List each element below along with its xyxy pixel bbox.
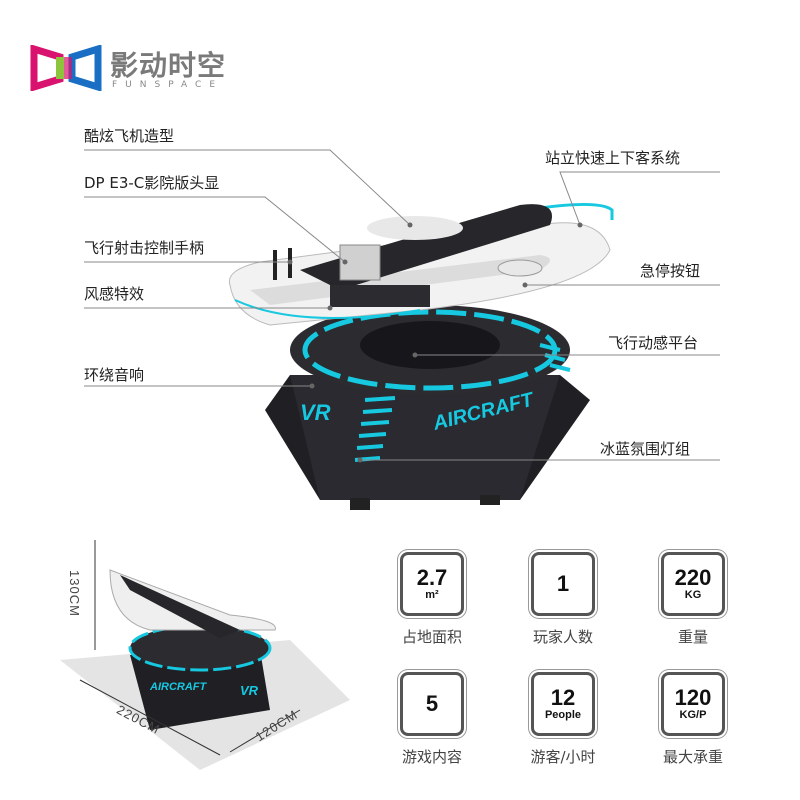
spec-value: 1 bbox=[556, 571, 570, 596]
spec-unit: KG bbox=[684, 588, 702, 601]
spec-value: 220 bbox=[674, 564, 712, 590]
spec-value: 2.7 bbox=[416, 564, 448, 590]
spec-caption: 游戏内容 bbox=[401, 748, 462, 766]
spec-caption: 占地面积 bbox=[401, 628, 462, 646]
machine-illustration: VR AIRCRAFT bbox=[228, 202, 614, 510]
dimension-height: 130CM bbox=[67, 570, 82, 617]
brand-name-cn: 影动时空 bbox=[110, 49, 227, 82]
brand-name-en: FUNSPACE bbox=[112, 80, 224, 90]
callout-headset: DP E3-C影院版头显 bbox=[84, 174, 220, 192]
spec-game-content: 5 游戏内容 bbox=[400, 672, 482, 767]
spec-value: 5 bbox=[425, 691, 439, 716]
spec-players: 1 玩家人数 bbox=[531, 552, 613, 647]
spec-caption: 玩家人数 bbox=[532, 628, 593, 646]
callout-wind-effect: 风感特效 bbox=[84, 285, 145, 303]
spec-value: 120 bbox=[674, 684, 712, 710]
spec-unit: People bbox=[544, 708, 582, 721]
spec-caption: 最大承重 bbox=[662, 748, 723, 766]
spec-unit: KG/P bbox=[679, 708, 707, 721]
callout-emergency-stop: 急停按钮 bbox=[640, 262, 701, 280]
spec-caption: 游客/小时 bbox=[530, 748, 596, 766]
vr-text: VR bbox=[300, 400, 331, 425]
small-aircraft-text: AIRCRAFT bbox=[149, 681, 207, 693]
spec-caption: 重量 bbox=[677, 628, 708, 646]
callout-aircraft-shape: 酷炫飞机造型 bbox=[84, 127, 175, 145]
funspace-logo-icon bbox=[30, 45, 102, 91]
callout-joystick: 飞行射击控制手柄 bbox=[84, 239, 205, 257]
ambient-light-bars bbox=[354, 343, 571, 462]
callout-boarding-system: 站立快速上下客系统 bbox=[545, 149, 681, 167]
small-vr-text: VR bbox=[240, 683, 259, 698]
callout-surround-sound: 环绕音响 bbox=[84, 366, 145, 384]
callout-ambient-lights: 冰蓝氛围灯组 bbox=[600, 440, 691, 458]
callout-motion-platform: 飞行动感平台 bbox=[608, 334, 699, 352]
spec-value: 12 bbox=[550, 684, 576, 710]
callout-lines bbox=[84, 149, 720, 463]
spec-unit: m² bbox=[425, 588, 439, 601]
dimension-illustration: AIRCRAFT VR bbox=[60, 540, 350, 770]
